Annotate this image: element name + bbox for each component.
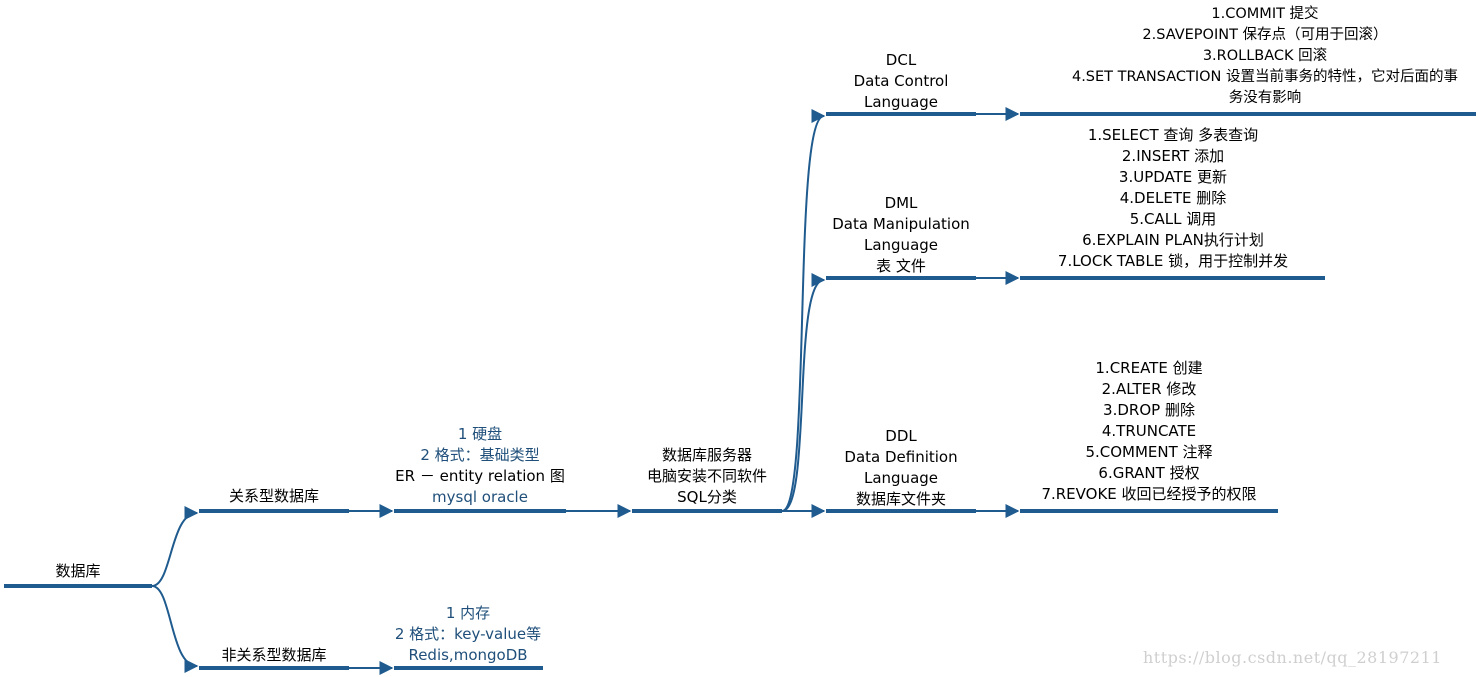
node-root: 数据库	[55, 562, 101, 580]
node-nonrelational: 非关系型数据库	[221, 646, 327, 664]
server-to-dcl	[781, 109, 826, 512]
nonrel-detail-line: 2 格式：key-value等	[394, 625, 542, 643]
rel-detail-line: 1 硬盘	[457, 425, 503, 443]
nonrel-detail-line: 1 内存	[445, 604, 491, 622]
root-to-nonrelational	[151, 585, 199, 673]
ddl-cmd-line: 5.COMMENT 注释	[1085, 443, 1213, 461]
dcl-cmd-line: 务没有影响	[1228, 90, 1302, 106]
node-dcl: DCL Data Control Language	[811, 50, 991, 113]
ddl-cmd-line: 4.TRUNCATE	[1101, 422, 1197, 440]
node-ddl: DDL Data Definition Language 数据库文件夹	[811, 426, 991, 510]
dml-cmd-line: 2.INSERT 添加	[1121, 147, 1225, 165]
ddl-cmd-line: 1.CREATE 创建	[1095, 359, 1203, 377]
node-nonrel-detail: 1 内存 2 格式：key-value等 Redis,mongoDB	[368, 603, 568, 666]
rel-detail-line: mysql oracle	[432, 488, 528, 506]
dml-cmd-line: 1.SELECT 查询 多表查询	[1087, 126, 1259, 144]
ddl-cmd-line: 3.DROP 删除	[1103, 401, 1195, 419]
server-to-dml	[781, 273, 826, 512]
node-relational: 关系型数据库	[228, 487, 319, 505]
dml-cmd-line: 4.DELETE 删除	[1119, 189, 1227, 207]
dcl-line: Data Control	[853, 72, 949, 90]
dml-cmd-line: 6.EXPLAIN PLAN执行计划	[1082, 231, 1264, 249]
dml-cmd-line: 3.UPDATE 更新	[1118, 168, 1228, 186]
node-dml-commands: 1.SELECT 查询 多表查询 2.INSERT 添加 3.UPDATE 更新…	[1040, 125, 1306, 272]
dml-line: 表 文件	[876, 257, 926, 275]
nonrel-detail-line: Redis,mongoDB	[408, 646, 528, 664]
ddl-cmd-line: 6.GRANT 授权	[1098, 464, 1200, 482]
ddl-cmd-line: 7.REVOKE 收回已经授予的权限	[1041, 485, 1257, 503]
ddl-line: DDL	[885, 427, 917, 445]
root-to-relational	[151, 506, 199, 587]
dml-line: DML	[884, 194, 918, 212]
server-line: SQL分类	[677, 488, 737, 506]
dcl-cmd-line: 3.ROLLBACK 回滚	[1202, 48, 1328, 64]
dml-cmd-line: 7.LOCK TABLE 锁，用于控制并发	[1057, 252, 1289, 270]
server-line: 电脑安装不同软件	[646, 467, 767, 485]
dcl-cmd-line: 4.SET TRANSACTION 设置当前事务的特性，它对后面的事	[1071, 69, 1459, 85]
server-line: 数据库服务器	[661, 446, 752, 464]
node-rel-detail: 1 硬盘 2 格式：基础类型 ER － entity relation 图 my…	[380, 424, 580, 508]
dcl-line: Language	[863, 93, 939, 111]
ddl-line: Language	[863, 469, 939, 487]
dcl-line: DCL	[885, 51, 917, 69]
watermark: https://blog.csdn.net/qq_28197211	[1143, 648, 1442, 667]
node-dml: DML Data Manipulation Language 表 文件	[811, 193, 991, 277]
dcl-cmd-line: 2.SAVEPOINT 保存点（可用于回滚）	[1142, 27, 1388, 43]
ddl-cmd-line: 2.ALTER 修改	[1101, 380, 1197, 398]
node-server: 数据库服务器 电脑安装不同软件 SQL分类	[617, 445, 797, 508]
dcl-cmd-line: 1.COMMIT 提交	[1211, 6, 1319, 22]
node-ddl-commands: 1.CREATE 创建 2.ALTER 修改 3.DROP 删除 4.TRUNC…	[1034, 358, 1264, 505]
rel-detail-line: ER － entity relation 图	[395, 467, 565, 485]
rel-detail-line: 2 格式：基础类型	[420, 446, 540, 464]
dml-line: Language	[863, 236, 939, 254]
ddl-line: Data Definition	[844, 448, 958, 466]
dml-line: Data Manipulation	[832, 215, 970, 233]
dml-cmd-line: 5.CALL 调用	[1129, 210, 1217, 228]
ddl-line: 数据库文件夹	[855, 490, 946, 508]
node-dcl-commands: 1.COMMIT 提交 2.SAVEPOINT 保存点（可用于回滚） 3.ROL…	[1030, 4, 1483, 109]
